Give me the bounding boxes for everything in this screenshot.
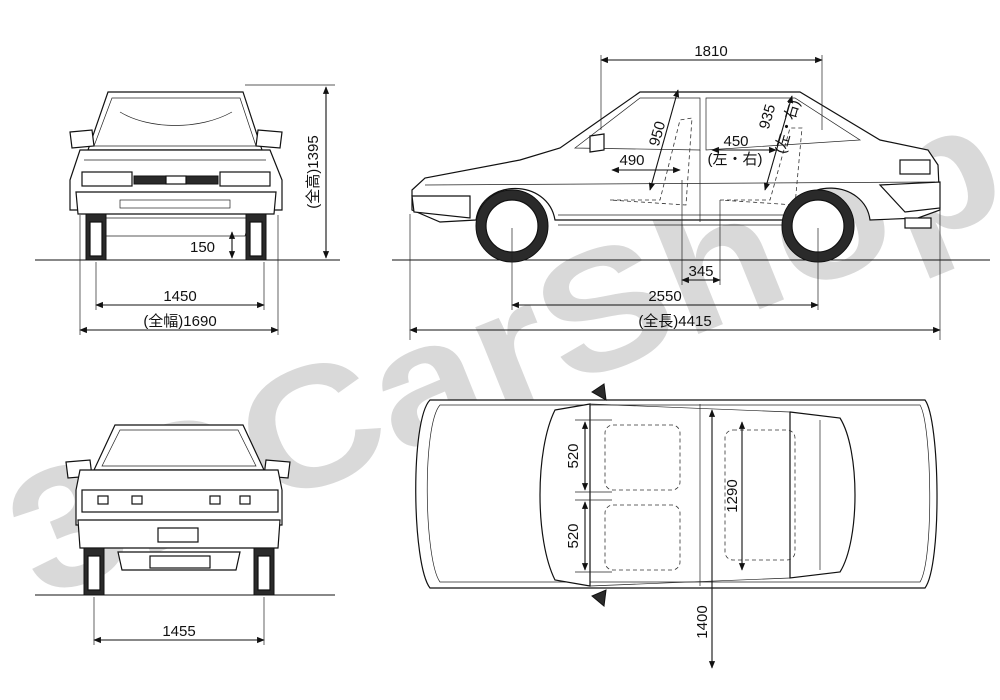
top-dimensions: 520 520 1290 1400	[565, 409, 746, 669]
dim-front-tread: 1450	[163, 288, 196, 305]
front-dimensions: (全高)1395 150 1450 (全幅)1690	[79, 84, 335, 335]
front-view	[69, 91, 283, 261]
dim-overall-length: (全長)4415	[638, 312, 711, 330]
dim-ground-clearance: 150	[190, 239, 215, 256]
dim-450-note: (左・右)	[708, 151, 763, 168]
dim-seat-rear: 520	[565, 523, 582, 548]
dim-1400: 1400	[694, 605, 711, 638]
top-view	[415, 383, 938, 607]
dim-935: 935	[756, 102, 779, 131]
dim-rear-tread: 1455	[162, 623, 195, 640]
dim-roof-length: 1810	[694, 43, 727, 60]
dim-wheelbase: 2550	[648, 288, 681, 305]
dim-450: 450	[723, 133, 748, 150]
dim-overall-width: (全幅)1690	[143, 312, 216, 330]
rear-view	[65, 424, 291, 596]
dim-345: 345	[688, 263, 713, 280]
dim-seat-front: 520	[565, 443, 582, 468]
dim-cabin: 1290	[724, 479, 741, 512]
dim-front-height: (全高)1395	[304, 135, 322, 208]
dim-490: 490	[619, 152, 644, 169]
dim-950: 950	[646, 119, 669, 148]
rear-dimensions: 1455	[93, 597, 265, 645]
